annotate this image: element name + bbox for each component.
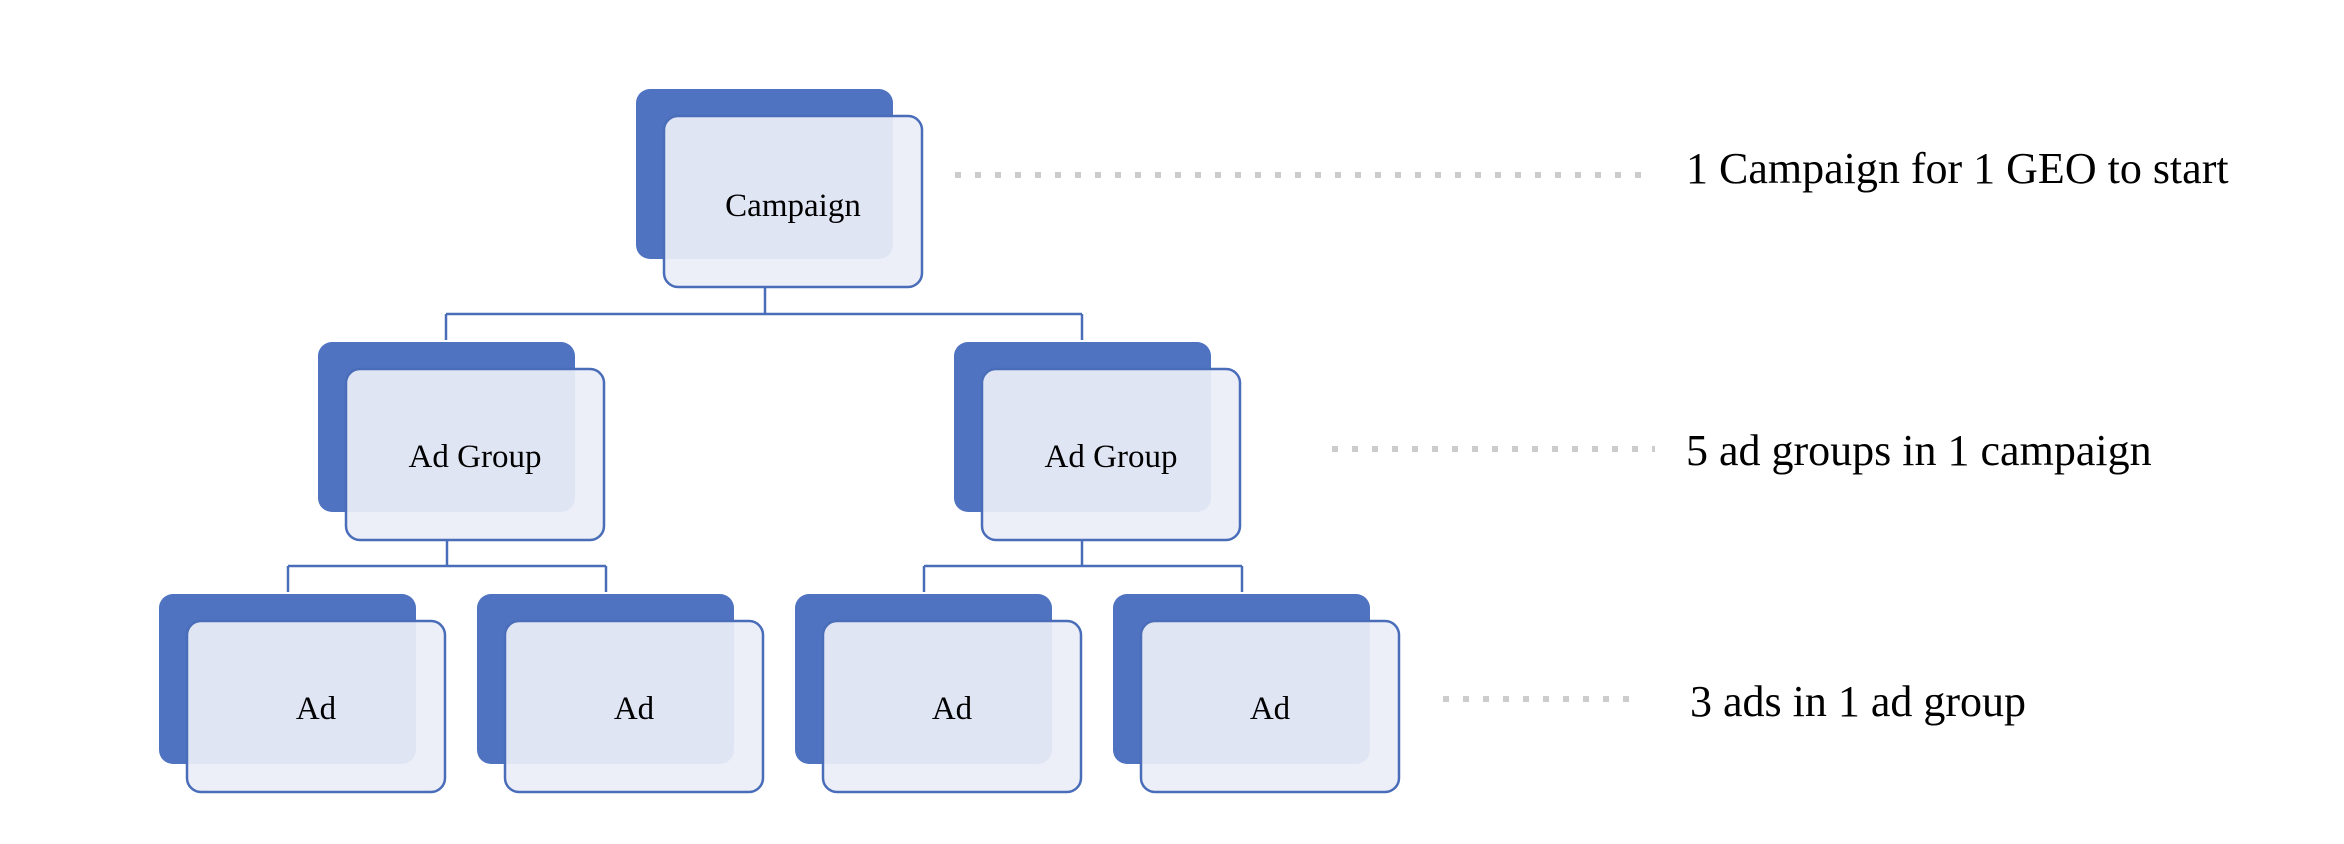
ad-groups-annotation: 5 ad groups in 1 campaign bbox=[1686, 426, 2152, 475]
ad-node-label: Ad bbox=[614, 691, 655, 727]
ad-node-label: Ad bbox=[296, 691, 337, 727]
connectors bbox=[286, 287, 1244, 592]
campaign-node: Campaign bbox=[636, 89, 924, 289]
ad-node: Ad bbox=[477, 594, 765, 794]
ad-node-front-card bbox=[821, 619, 1083, 794]
ad-node-front-card bbox=[1139, 619, 1401, 794]
ad-group-node-label: Ad Group bbox=[409, 439, 542, 475]
ad-node: Ad bbox=[795, 594, 1083, 794]
ad-node-front-card bbox=[185, 619, 447, 794]
ad-group-node-front-card bbox=[344, 367, 606, 542]
campaign-annotation: 1 Campaign for 1 GEO to start bbox=[1686, 144, 2229, 193]
ad-node-label: Ad bbox=[932, 691, 973, 727]
ad-group-1-to-ads-connector bbox=[286, 540, 608, 592]
campaign-node-front-card bbox=[662, 114, 924, 289]
ad-group-2-to-ads-connector bbox=[922, 540, 1244, 592]
ad-group-node-label: Ad Group bbox=[1045, 439, 1178, 475]
ad-group-node-front-card bbox=[980, 367, 1242, 542]
ad-group-node: Ad Group bbox=[954, 342, 1242, 542]
campaign-to-ad-groups-connector bbox=[444, 287, 1084, 340]
ad-node: Ad bbox=[1113, 594, 1401, 794]
ad-node-front-card bbox=[503, 619, 765, 794]
ad-group-node: Ad Group bbox=[318, 342, 606, 542]
ad-node-label: Ad bbox=[1250, 691, 1291, 727]
ads-annotation: 3 ads in 1 ad group bbox=[1690, 677, 2026, 726]
ad-node: Ad bbox=[159, 594, 447, 794]
campaign-node-label: Campaign bbox=[725, 188, 861, 224]
